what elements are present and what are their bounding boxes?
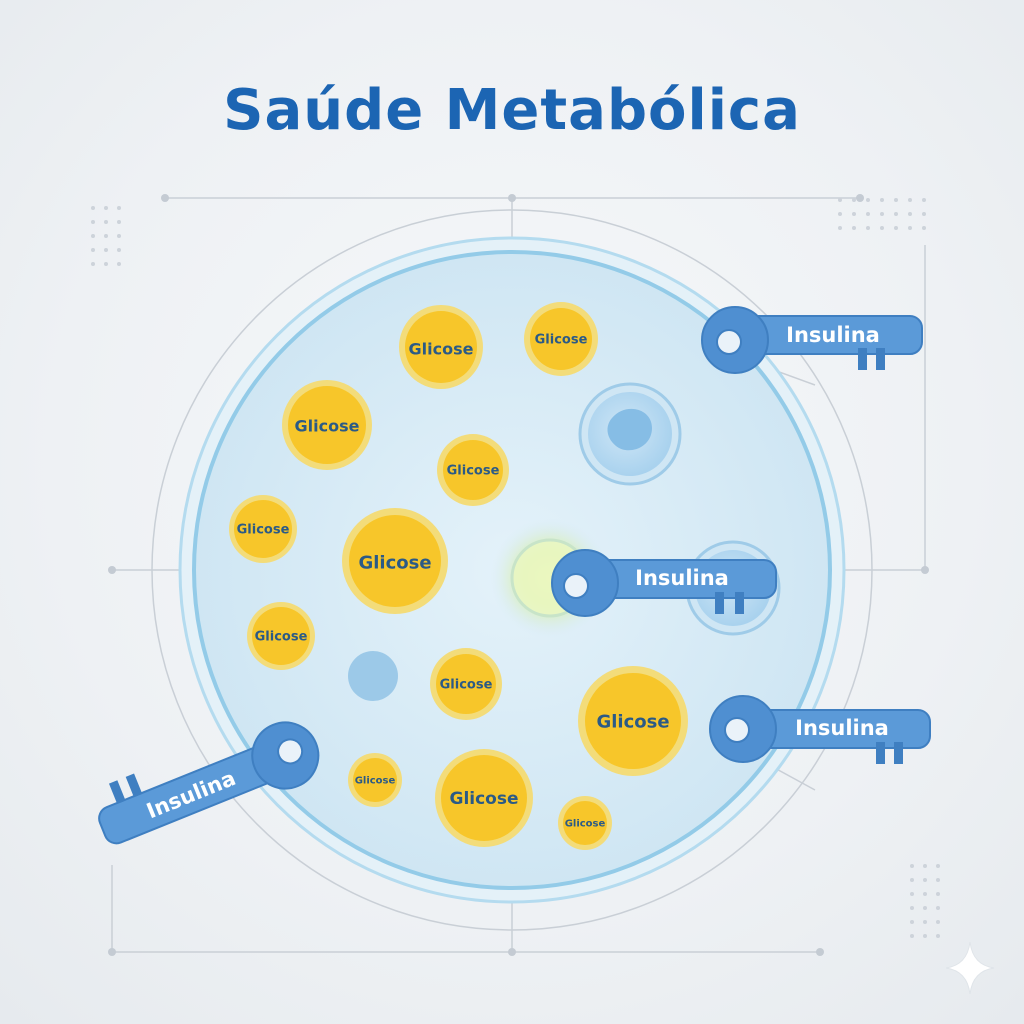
glucose-label: Glicose	[535, 333, 588, 348]
insulin-key-icon: Insulina	[551, 549, 777, 617]
glucose-label: Glicose	[449, 789, 518, 809]
glucose-molecule: Glicose	[247, 602, 315, 670]
dot-grid-bottom-right	[910, 864, 940, 938]
glucose-molecule: Glicose	[524, 302, 598, 376]
page-title: Saúde Metabólica	[223, 78, 801, 143]
glucose-molecule: Glicose	[558, 796, 612, 850]
dot-grid-top-left	[91, 206, 121, 266]
glucose-molecule: Glicose	[348, 753, 402, 807]
glucose-label: Glicose	[355, 776, 396, 787]
glucose-label: Glicose	[358, 553, 431, 574]
glucose-label: Glicose	[409, 340, 474, 359]
glucose-molecule: Glicose	[430, 648, 502, 720]
glucose-molecule: Glicose	[399, 305, 483, 389]
glucose-molecule: Glicose	[229, 495, 297, 563]
insulin-label: Insulina	[795, 716, 889, 740]
glucose-label: Glicose	[295, 417, 360, 436]
sparkle-icon	[945, 941, 995, 995]
glucose-label: Glicose	[237, 523, 290, 538]
insulin-key-icon: Insulina	[701, 306, 923, 374]
glucose-molecule: Glicose	[342, 508, 448, 614]
receptor-icon	[607, 408, 652, 451]
insulin-key-icon: Insulina	[709, 695, 931, 764]
glucose-label: Glicose	[255, 630, 308, 645]
insulin-label: Insulina	[786, 323, 880, 347]
decorative-nodes	[108, 194, 929, 956]
dot-grid-top-right	[838, 198, 926, 230]
glucose-label: Glicose	[447, 464, 500, 479]
glucose-molecule: Glicose	[437, 434, 509, 506]
small-receptor	[348, 651, 398, 701]
receptor-top-right	[578, 382, 682, 486]
glucose-molecule: Glicose	[435, 749, 533, 847]
glucose-molecule: Glicose	[578, 666, 688, 776]
glucose-label: Glicose	[596, 712, 669, 733]
glucose-label: Glicose	[440, 678, 493, 693]
glucose-label: Glicose	[565, 819, 606, 830]
insulin-key-icon: Insulina	[98, 721, 320, 845]
insulin-label: Insulina	[635, 566, 729, 590]
glucose-molecule: Glicose	[282, 380, 372, 470]
